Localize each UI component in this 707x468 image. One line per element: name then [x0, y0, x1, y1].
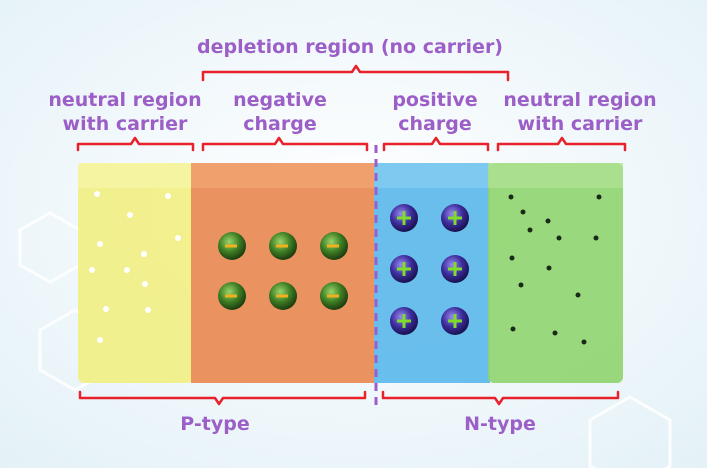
p-type-label: P-type — [180, 413, 250, 435]
positive-ion — [441, 204, 469, 232]
neutral-right-bracket — [496, 136, 627, 152]
negative-ion — [218, 232, 246, 260]
depletion-negative-region — [191, 163, 374, 383]
negative-ion — [269, 232, 297, 260]
positive-ion — [441, 255, 469, 283]
positive-ion — [441, 307, 469, 335]
negative-charge-bracket — [201, 136, 369, 152]
negative-ion — [269, 282, 297, 310]
p-neutral-region — [78, 163, 193, 383]
n-type-label: N-type — [464, 413, 536, 435]
negative-charge-label: negative charge — [210, 88, 350, 136]
positive-ion — [390, 255, 418, 283]
negative-charge-line1: negative — [233, 89, 327, 111]
positive-charge-label: positive charge — [370, 88, 500, 136]
positive-charge-bracket — [382, 136, 490, 152]
negative-charge-line2: charge — [243, 113, 317, 135]
negative-ion — [320, 232, 348, 260]
depletion-region-label: depletion region (no carrier) — [197, 36, 503, 58]
electron-carriers — [508, 194, 602, 345]
n-type-bracket — [381, 390, 620, 406]
neutral-region-right-label: neutral region with carrier — [495, 88, 665, 136]
p-type-bracket — [78, 390, 367, 406]
neutral-region-left-line1: neutral region — [48, 89, 202, 111]
n-neutral-region — [488, 163, 623, 383]
neutral-region-left-line2: with carrier — [62, 113, 188, 135]
neutral-region-right-line1: neutral region — [503, 89, 657, 111]
positive-ion — [390, 307, 418, 335]
hole-carriers — [89, 191, 181, 343]
negative-ions — [218, 232, 348, 310]
depletion-bracket — [201, 64, 510, 82]
neutral-region-right-line2: with carrier — [517, 113, 643, 135]
neutral-left-bracket — [76, 136, 195, 152]
negative-ion — [320, 282, 348, 310]
neutral-region-left-label: neutral region with carrier — [40, 88, 210, 136]
negative-ion — [218, 282, 246, 310]
positive-ions — [390, 204, 469, 335]
positive-charge-line1: positive — [392, 89, 478, 111]
positive-ion — [390, 204, 418, 232]
positive-charge-line2: charge — [398, 113, 472, 135]
